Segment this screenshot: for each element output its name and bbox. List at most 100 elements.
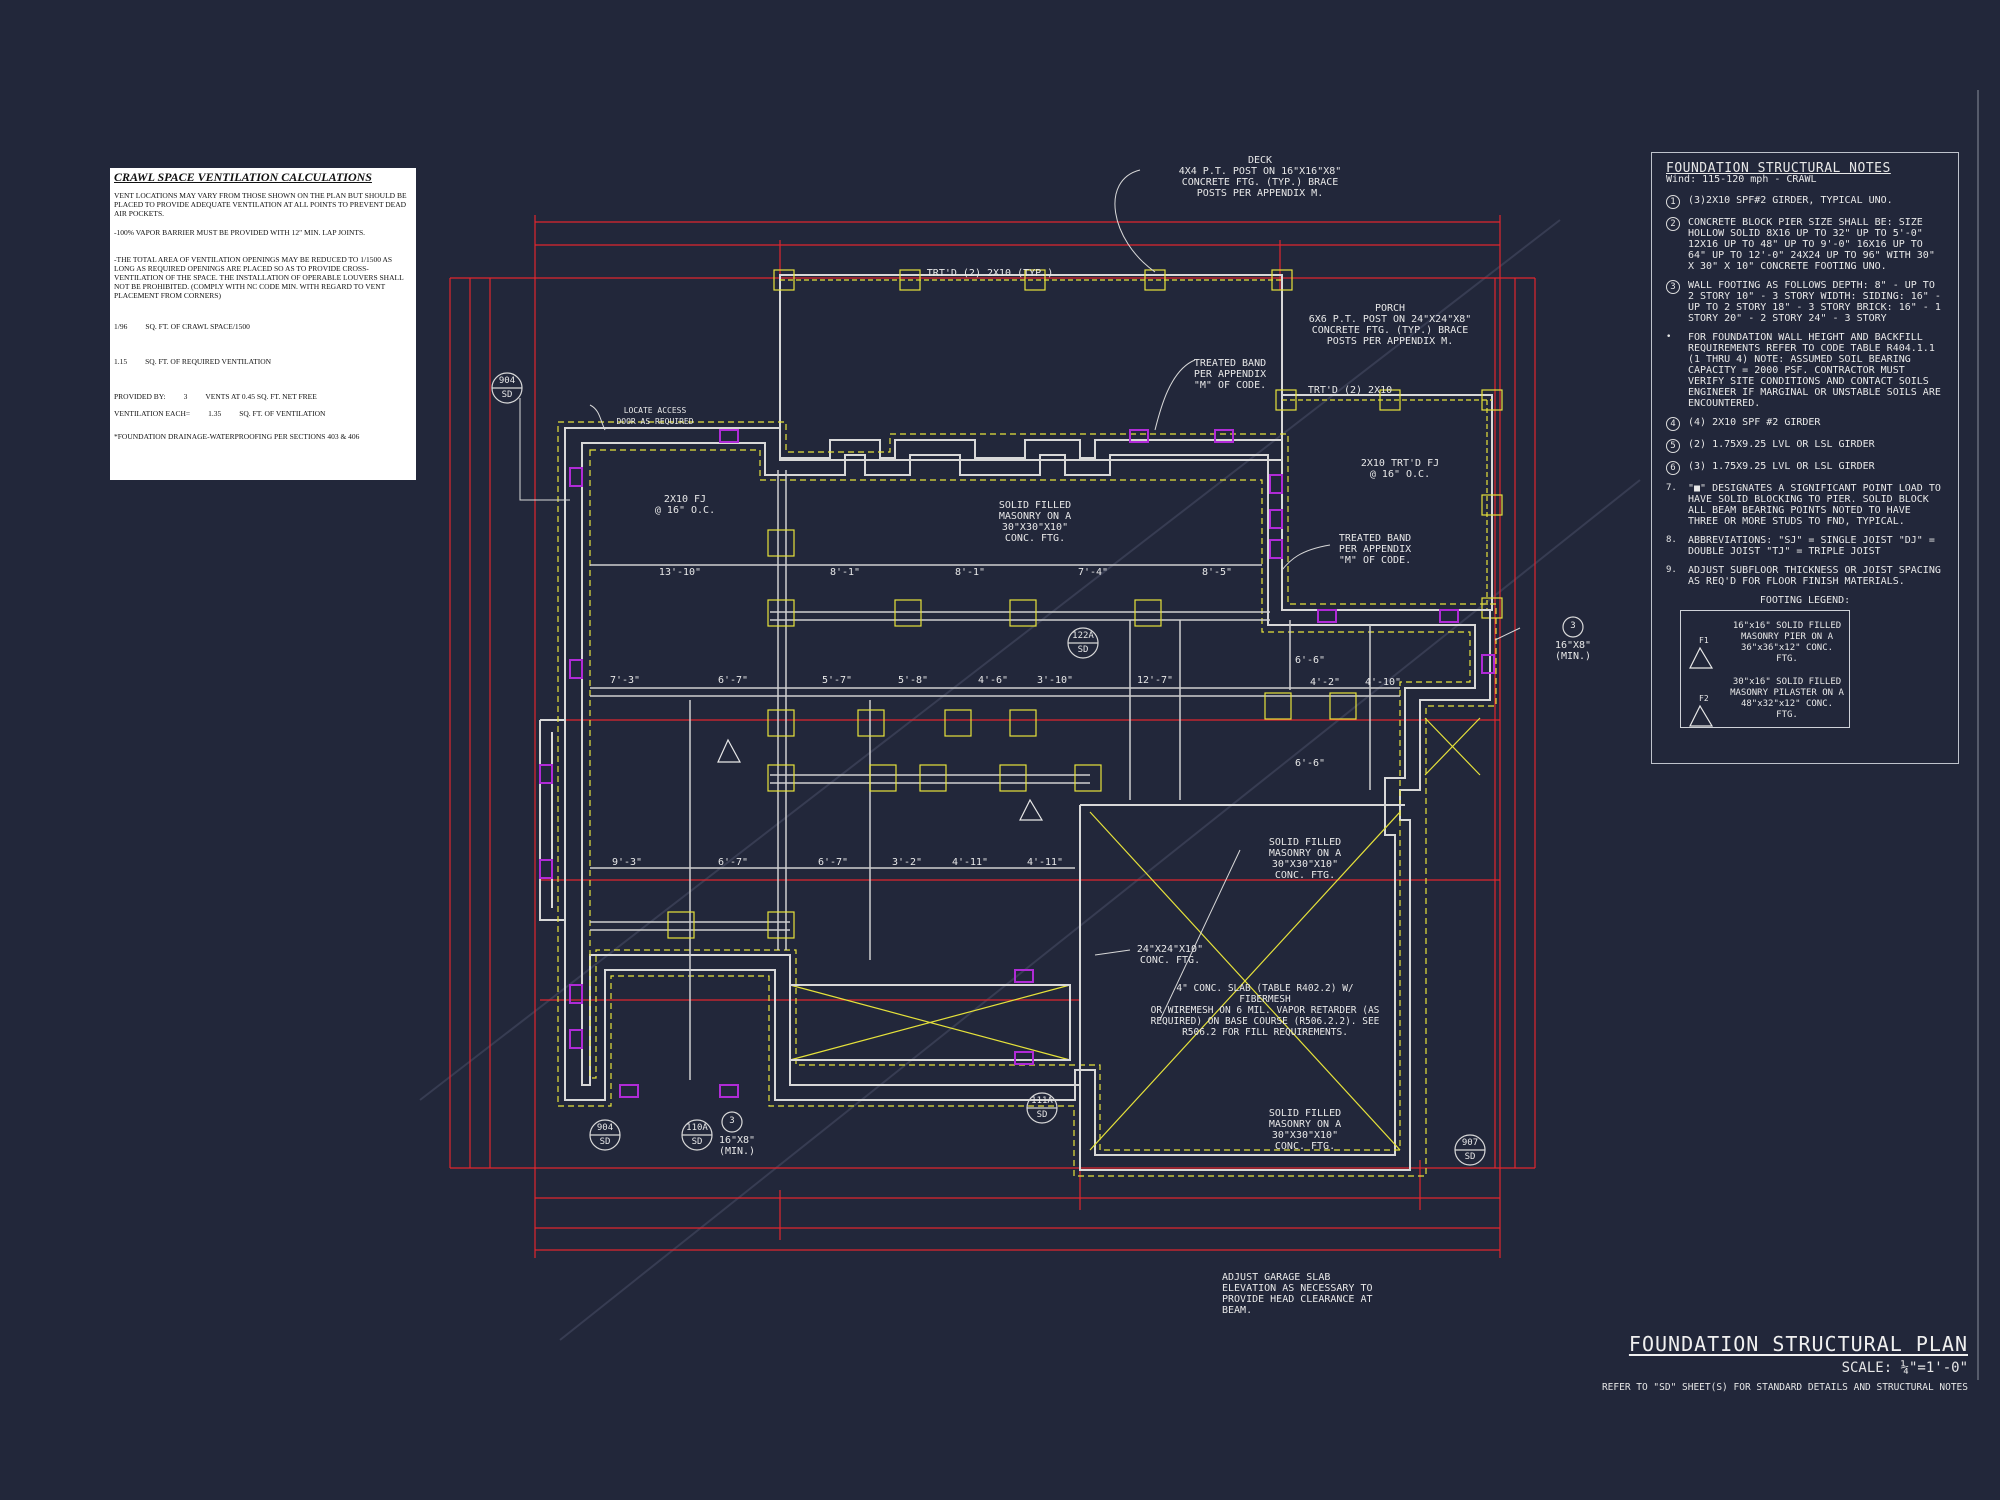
dim-21: 6'-6" — [1294, 655, 1326, 666]
calc-title: CRAWL SPACE VENTILATION CALCULATIONS — [114, 170, 372, 184]
garage-walls — [789, 804, 1405, 1170]
garage-slab — [789, 717, 1481, 1151]
tag-sd: SD — [1036, 1110, 1048, 1120]
note-text: "■" DESIGNATES A SIGNIFICANT POINT LOAD … — [1688, 483, 1941, 527]
dim-18: 4'-11" — [1026, 857, 1064, 868]
calc-value: 1.35 — [208, 409, 222, 418]
note-9: 9.ADJUST SUBFLOOR THICKNESS OR JOIST SPA… — [1666, 565, 1944, 587]
dim-22: 6'-6" — [1294, 758, 1326, 769]
dim-7: 6'-7" — [717, 675, 749, 686]
tag-sd: SD — [691, 1137, 703, 1147]
legend-tag-f2: F2 — [1699, 694, 1709, 703]
label-solid-filled-1: SOLID FILLED MASONRY ON A 30"x30"x10" CO… — [998, 500, 1072, 544]
title-block: FOUNDATION STRUCTURAL PLAN SCALE: ¼"=1'-… — [1602, 1332, 1968, 1393]
footing-legend-title: FOOTING LEGEND: — [1759, 595, 1851, 606]
dim-20: 4'-10" — [1364, 677, 1402, 688]
calc-value: 1/96 — [114, 322, 128, 331]
calc-note-reduction: -THE TOTAL AREA OF VENTILATION OPENINGS … — [114, 255, 404, 300]
dim-16: 3'-2" — [891, 857, 923, 868]
note-text: (3)2x10 SPF#2 GIRDER, TYPICAL UNO. — [1688, 195, 1893, 206]
post-footings — [773, 269, 1503, 619]
note-text: (4) 2x10 SPF #2 GIRDER — [1688, 417, 1821, 428]
label-16x8-right: 16"x8" (MIN.) — [1554, 640, 1592, 662]
note-text: WALL FOOTING AS FOLLOWS DEPTH: 8" - UP T… — [1688, 280, 1941, 324]
dim-4: 7'-4" — [1077, 567, 1109, 578]
note-text: FOR FOUNDATION WALL HEIGHT AND BACKFILL … — [1688, 332, 1941, 409]
label-concrete-slab: 4" CONC. SLAB (TABLE R402.2) w/ FIBERMES… — [1150, 983, 1380, 1038]
tag-3-right: 3 — [1570, 621, 1576, 631]
note-7: 7."■" DESIGNATES A SIGNIFICANT POINT LOA… — [1666, 483, 1944, 527]
calc-label: VENTS AT 0.45 SQ. FT. NET FREE — [205, 392, 317, 401]
label-trtd-deck: TRT'D (2) 2x10 (TYP.) — [926, 268, 1054, 279]
notes-title: FOUNDATION STRUCTURAL NOTES — [1666, 161, 1891, 176]
dim-1: 13'-10" — [658, 567, 702, 578]
label-treated-band-2: TREATED BAND PER APPENDIX "M" OF CODE. — [1338, 533, 1412, 566]
note-text: (2) 1.75x9.25 LVL OR LSL GIRDER — [1688, 439, 1875, 450]
tag-904-top: 904 — [498, 376, 516, 386]
tag-sd: SD — [1077, 645, 1089, 655]
footing-legend-symbols — [717, 646, 1714, 821]
crawl-space-ventilation-calculations: CRAWL SPACE VENTILATION CALCULATIONS VEN… — [110, 168, 416, 480]
foundation-walls — [539, 427, 1491, 1171]
tag-904-bottom: 904 — [596, 1123, 614, 1133]
dim-8: 5'-7" — [821, 675, 853, 686]
dim-2: 8'-1" — [829, 567, 861, 578]
calc-value: 3 — [183, 392, 188, 401]
detail-tags — [491, 372, 1584, 1166]
tag-3-bottom: 3 — [729, 1116, 735, 1126]
note-text: (3) 1.75x9.25 LVL OR LSL GIRDER — [1688, 461, 1875, 472]
dim-19: 4'-2" — [1309, 677, 1341, 688]
calc-label: VENTILATION EACH= — [114, 409, 191, 418]
note-5: 5(2) 1.75x9.25 LVL OR LSL GIRDER — [1666, 439, 1944, 453]
notes-wind: Wind: 115-120 mph - CRAWL — [1666, 174, 1817, 185]
dim-13: 9'-3" — [611, 857, 643, 868]
leaders — [519, 169, 1521, 1021]
label-access-door: LOCATE ACCESS DOOR AS REQUIRED — [616, 406, 694, 426]
dim-9: 5'-8" — [897, 675, 929, 686]
calc-label: PROVIDED BY: — [114, 392, 166, 401]
drawing-title: FOUNDATION STRUCTURAL PLAN — [1628, 1332, 1968, 1356]
calc-label: SQ. FT. OF VENTILATION — [239, 409, 326, 418]
note-text: ADJUST SUBFLOOR THICKNESS OR JOIST SPACI… — [1688, 565, 1941, 587]
dim-10: 4'-6" — [977, 675, 1009, 686]
note-6: 6(3) 1.75x9.25 LVL OR LSL GIRDER — [1666, 461, 1944, 475]
dim-11: 3'-10" — [1036, 675, 1074, 686]
dim-17: 4'-11" — [951, 857, 989, 868]
note-bullet: •FOR FOUNDATION WALL HEIGHT AND BACKFILL… — [1666, 332, 1944, 409]
tag-907: 907 — [1461, 1138, 1479, 1148]
piers — [667, 529, 1357, 939]
label-solid-filled-2: SOLID FILLED MASONRY ON A 30"x30"x10" CO… — [1268, 837, 1342, 881]
tag-sd: SD — [1464, 1152, 1476, 1162]
tag-110a: 110A — [686, 1123, 708, 1133]
tag-sd: SD — [599, 1137, 611, 1147]
calc-note-vapor-barrier: -100% VAPOR BARRIER MUST BE PROVIDED WIT… — [114, 228, 365, 237]
calc-value: 1.15 — [114, 357, 128, 366]
calc-note-vent-location: VENT LOCATIONS MAY VARY FROM THOSE SHOWN… — [114, 191, 407, 218]
deck-beams — [780, 279, 1492, 610]
note-text: CONCRETE BLOCK PIER SIZE SHALL BE: SIZE … — [1688, 217, 1935, 272]
label-fj-a: 2x10 FJ @ 16" O.C. — [654, 494, 716, 516]
calc-label: SQ. FT. OF REQUIRED VENTILATION — [145, 357, 272, 366]
calc-row-provided: PROVIDED BY: 3 VENTS AT 0.45 SQ. FT. NET… — [114, 392, 412, 401]
legend-tag-f1: F1 — [1699, 636, 1709, 645]
dim-3: 8'-1" — [954, 567, 986, 578]
label-footing-24: 24"x24"x10" CONC. FTG. — [1136, 944, 1204, 966]
watermark — [419, 219, 1641, 1341]
dim-14: 6'-7" — [717, 857, 749, 868]
dim-5: 8'-5" — [1201, 567, 1233, 578]
tag-111a: 111A — [1031, 1096, 1053, 1106]
label-treated-band-1: TREATED BAND PER APPENDIX "M" OF CODE. — [1193, 358, 1267, 391]
label-porch: PORCH 6x6 P.T. POST ON 24"x24"x8" CONCRE… — [1308, 303, 1472, 347]
label-deck: DECK 4x4 P.T. POST ON 16"x16"x8" CONCRET… — [1178, 155, 1342, 199]
calc-foot-drainage: *FOUNDATION DRAINAGE-WATERPROOFING PER S… — [114, 432, 360, 441]
note-8: 8.ABBREVIATIONS: "SJ" = SINGLE JOIST "DJ… — [1666, 535, 1944, 557]
drawing-scale: SCALE: ¼"=1'-0" — [1841, 1360, 1968, 1376]
tag-122a: 122A — [1072, 631, 1094, 641]
label-porch-fj: 2x10 TRT'D FJ @ 16" O.C. — [1360, 458, 1440, 480]
crawl-vents — [539, 429, 1495, 1098]
label-garage-slab: ADJUST GARAGE SLAB ELEVATION AS NECESSAR… — [1222, 1272, 1373, 1316]
note-text: ABBREVIATIONS: "SJ" = SINGLE JOIST "DJ" … — [1688, 535, 1935, 557]
dim-15: 6'-7" — [817, 857, 849, 868]
foundation-structural-notes: FOUNDATION STRUCTURAL NOTES Wind: 115-12… — [1651, 152, 1959, 764]
